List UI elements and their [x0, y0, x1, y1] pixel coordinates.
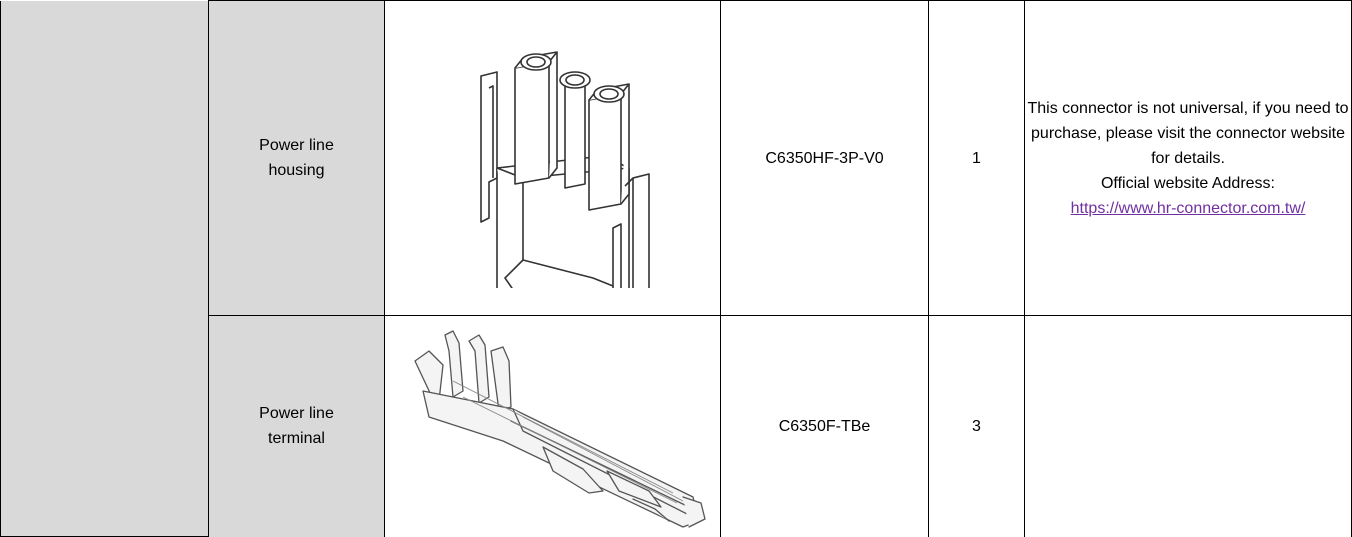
quantity-cell: 1 — [928, 0, 1025, 316]
part-number-cell: C6350HF-3P-V0 — [720, 0, 929, 316]
part-name-line: Power line — [259, 137, 334, 154]
part-name-line: terminal — [268, 430, 325, 448]
note-address-label: Official website Address: — [1100, 174, 1275, 192]
part-name-cell: Power line housing — [208, 0, 385, 316]
part-name-line: Power line — [259, 405, 334, 423]
table-row: Power line terminal — [1, 315, 1352, 537]
crimp-terminal-image — [413, 330, 706, 528]
note-cell — [1024, 315, 1352, 537]
website-link[interactable]: https://www.hr-connector.com.tw/ — [1070, 199, 1306, 217]
category-cell — [0, 0, 209, 537]
part-name-cell: Power line terminal — [208, 315, 385, 537]
part-number-cell: C6350F-TBe — [720, 315, 929, 537]
note-text: This connector is not universal, if you … — [1027, 99, 1349, 167]
part-image-cell — [384, 0, 721, 316]
connector-housing-image — [479, 51, 650, 288]
part-name-line: housing — [268, 162, 325, 179]
part-image-cell — [384, 315, 721, 537]
note-cell: This connector is not universal, if you … — [1024, 0, 1352, 316]
quantity-cell: 3 — [928, 315, 1025, 537]
